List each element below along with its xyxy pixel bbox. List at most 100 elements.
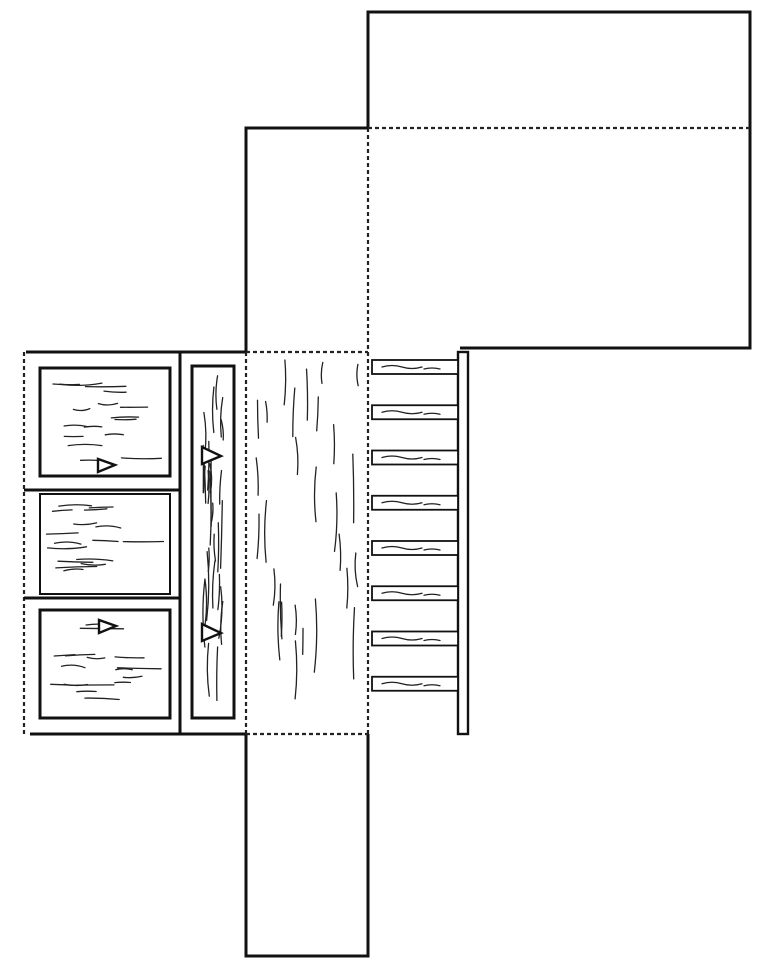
- grain-line: [202, 465, 206, 493]
- top-right-flap: [366, 10, 752, 352]
- grain-line: [51, 509, 73, 512]
- grain-line: [120, 457, 162, 460]
- grain-line: [116, 667, 162, 670]
- grain-line: [256, 399, 260, 439]
- grain-line: [294, 640, 298, 700]
- grain-line: [95, 525, 122, 529]
- bottom-flap: [244, 732, 370, 958]
- slat-grain: [381, 410, 441, 415]
- grain-line: [215, 375, 219, 410]
- slat-grain: [381, 591, 441, 596]
- grain-line: [122, 675, 143, 679]
- grain-line: [97, 402, 119, 406]
- grain-line: [213, 533, 217, 562]
- grain-line: [279, 583, 283, 640]
- grain-line: [354, 552, 359, 588]
- slat-grain: [381, 636, 441, 642]
- grain-line: [53, 653, 76, 657]
- slat: [371, 404, 459, 421]
- grain-line: [86, 656, 106, 660]
- slat: [371, 494, 459, 511]
- slat: [371, 630, 459, 647]
- grain-line: [52, 383, 81, 386]
- slat: [371, 359, 459, 375]
- grain-line: [211, 386, 215, 434]
- wood-grain-texture: [45, 359, 359, 702]
- grain-line: [50, 683, 80, 687]
- grain-line: [356, 363, 359, 387]
- grain-line: [313, 466, 317, 523]
- grain-line: [352, 453, 355, 524]
- grain-line: [67, 443, 103, 447]
- grain-line: [346, 567, 349, 609]
- grain-line: [53, 541, 82, 545]
- triangle-markers: [96, 445, 224, 643]
- grain-line: [205, 550, 210, 622]
- grain-line: [92, 539, 119, 543]
- top-left-flap: [244, 126, 368, 352]
- slat: [371, 585, 459, 602]
- grain-line: [217, 522, 220, 573]
- grain-line: [114, 656, 145, 659]
- grain-line: [292, 387, 296, 438]
- slat-grain: [381, 364, 441, 370]
- grain-line: [84, 697, 120, 701]
- grain-line: [88, 506, 114, 509]
- grain-line: [110, 416, 140, 419]
- central-band: [22, 350, 370, 736]
- grain-line: [211, 560, 216, 609]
- grain-line: [277, 601, 281, 661]
- grain-line: [63, 424, 89, 428]
- grain-line: [46, 546, 88, 550]
- grain-line: [60, 664, 86, 669]
- grain-line: [216, 646, 219, 702]
- grain-line: [114, 418, 137, 421]
- grain-line: [73, 522, 98, 526]
- grain-line: [104, 433, 124, 436]
- grain-line: [294, 436, 299, 476]
- slat: [371, 675, 459, 692]
- triangle-marker-icon: [200, 445, 224, 466]
- grain-line: [272, 568, 276, 606]
- grain-line: [220, 419, 224, 441]
- slat: [371, 449, 459, 466]
- grain-line: [219, 469, 223, 505]
- slat-grain: [381, 500, 441, 506]
- grain-line: [332, 424, 336, 465]
- grain-line: [219, 396, 224, 438]
- grain-line: [316, 396, 319, 432]
- grain-line: [219, 500, 223, 569]
- grain-line: [264, 499, 268, 563]
- grain-line: [206, 642, 210, 697]
- left-middle-panel: [39, 493, 171, 595]
- left-panel-column: [24, 352, 182, 734]
- grain-line: [255, 457, 259, 496]
- grain-line: [264, 400, 268, 423]
- slat-grain: [381, 545, 441, 551]
- center-strip: [190, 364, 236, 720]
- slat-grain: [381, 455, 441, 461]
- slat: [371, 540, 459, 556]
- grain-line: [294, 604, 298, 636]
- left-bottom-panel: [38, 608, 172, 720]
- grain-line: [55, 565, 98, 569]
- grain-line: [103, 390, 127, 393]
- grain-line: [256, 513, 260, 560]
- grain-line: [76, 690, 97, 693]
- grain-line: [320, 361, 324, 385]
- grain-line: [338, 533, 342, 571]
- grain-line: [207, 440, 210, 491]
- triangle-marker-icon: [96, 457, 119, 474]
- grain-line: [45, 532, 79, 535]
- grain-line: [333, 492, 338, 553]
- grain-line: [83, 508, 108, 511]
- grain-line: [352, 606, 356, 680]
- grain-line: [58, 504, 93, 507]
- triangle-marker-icon: [97, 618, 120, 635]
- grain-line: [80, 562, 106, 566]
- grain-line: [72, 407, 91, 412]
- grain-line: [57, 560, 94, 563]
- grain-line: [76, 558, 114, 562]
- slat-grain: [381, 681, 441, 687]
